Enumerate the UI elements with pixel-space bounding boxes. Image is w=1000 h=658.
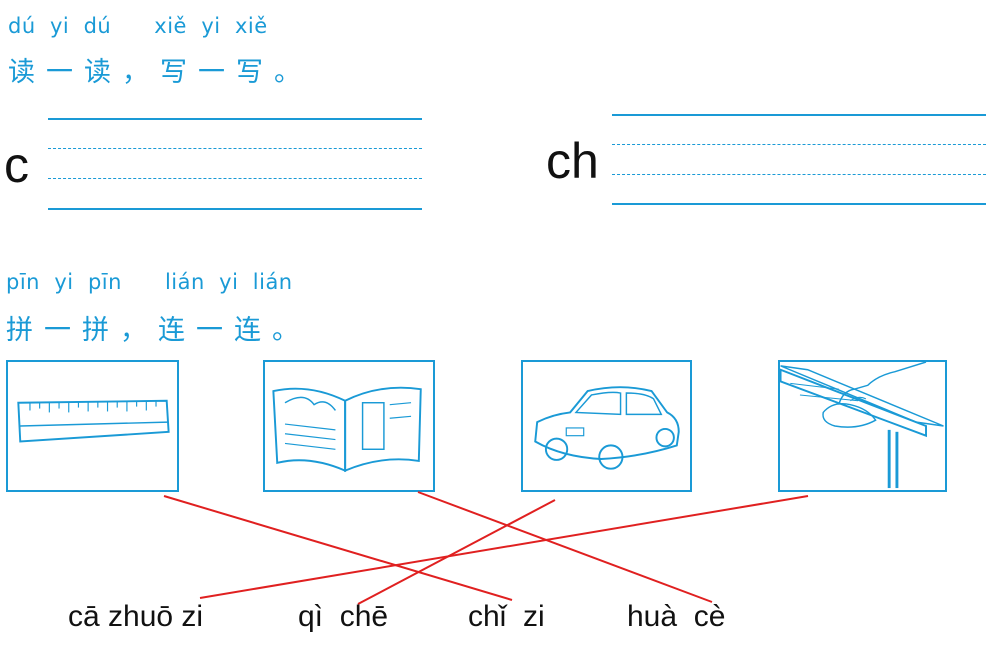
- section1-pinyin: dú yi dú xiě yi xiě: [8, 14, 268, 38]
- picture-ruler[interactable]: [6, 360, 179, 492]
- book-icon: [272, 386, 422, 473]
- word-chi-zi[interactable]: chǐ zi: [468, 600, 545, 633]
- letter-c: c: [4, 137, 29, 193]
- ruler-icon: [17, 399, 170, 443]
- writing-line-dash: [48, 148, 422, 149]
- picture-wiping-table[interactable]: [778, 360, 947, 492]
- match-line: [199, 495, 809, 599]
- writing-line-bottom: [48, 208, 422, 210]
- writing-line-bottom: [612, 203, 986, 205]
- writing-line-dash: [48, 178, 422, 179]
- writing-line-top: [612, 114, 986, 116]
- car-icon: [534, 386, 680, 470]
- picture-car[interactable]: [521, 360, 692, 492]
- picture-book[interactable]: [263, 360, 435, 492]
- writing-line-dash: [612, 144, 986, 145]
- match-line: [417, 491, 713, 603]
- writing-line-dash: [612, 174, 986, 175]
- letter-ch: ch: [546, 133, 599, 189]
- wiping-table-icon: [780, 362, 944, 489]
- section2-title: 拼一拼，连一连。: [6, 315, 310, 346]
- word-qi-che[interactable]: qì chē: [298, 600, 389, 633]
- word-ca-zhuo-zi[interactable]: cā zhuō zi: [68, 600, 204, 633]
- word-hua-ce[interactable]: huà cè: [627, 600, 726, 633]
- section2-pinyin: pīn yi pīn lián yi lián: [6, 270, 293, 294]
- section1-title: 读一读，写一写。: [8, 57, 312, 88]
- match-line: [163, 495, 513, 601]
- writing-line-top: [48, 118, 422, 120]
- match-line: [357, 499, 556, 605]
